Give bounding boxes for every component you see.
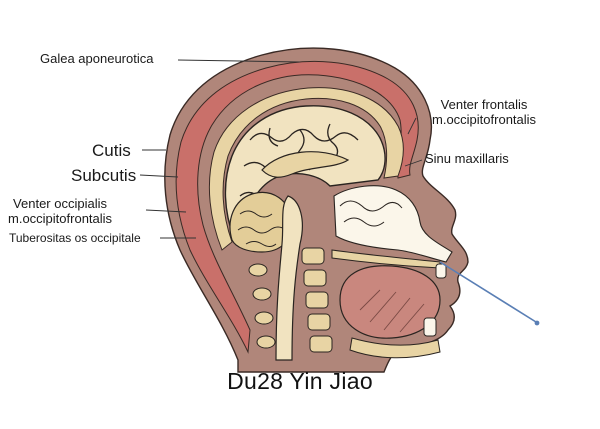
brainstem-spinal-cord (275, 195, 303, 361)
nasal-turbinates (339, 200, 403, 227)
leader-lines (139, 59, 423, 239)
label-sinu-maxillaris: Sinu maxillaris (425, 151, 509, 166)
label-tuberositas-os-occipitale: Tuberositas os occipitale (9, 231, 141, 245)
upper-teeth (435, 263, 447, 279)
cervical-vertebrae (248, 247, 333, 353)
tongue (339, 265, 441, 339)
needle-shaft (439, 261, 537, 323)
tongue-muscle-lines (359, 289, 425, 333)
label-venter-occipitalis-line1: Venter occipialis (13, 196, 107, 211)
mandible (349, 337, 441, 359)
corpus-callosum (261, 151, 350, 178)
needle-handle (534, 320, 540, 326)
lower-teeth (423, 317, 437, 337)
label-venter-occipitalis-line2: m.occipitofrontalis (8, 210, 113, 226)
skull-bone (208, 87, 404, 251)
label-subcutis: Subcutis (71, 166, 137, 185)
label-galea-aponeurotica: Galea aponeurotica (40, 51, 154, 66)
scalp-layer (175, 61, 419, 354)
label-cutis: Cutis (92, 141, 131, 160)
cerebellum-folia (237, 210, 287, 247)
label-venter-frontalis-line2: m.occipitofrontalis (432, 111, 537, 127)
caption-title: Du28 Yin Jiao (227, 368, 373, 394)
label-venter-frontalis-line1: Venter frontalis (440, 97, 528, 112)
label-venter-frontalis: Venter frontalis m.occipitofrontalis (432, 97, 537, 128)
label-venter-occipitalis: Venter occipialis m.occipitofrontalis (8, 196, 113, 227)
facial-skeleton (333, 185, 453, 263)
